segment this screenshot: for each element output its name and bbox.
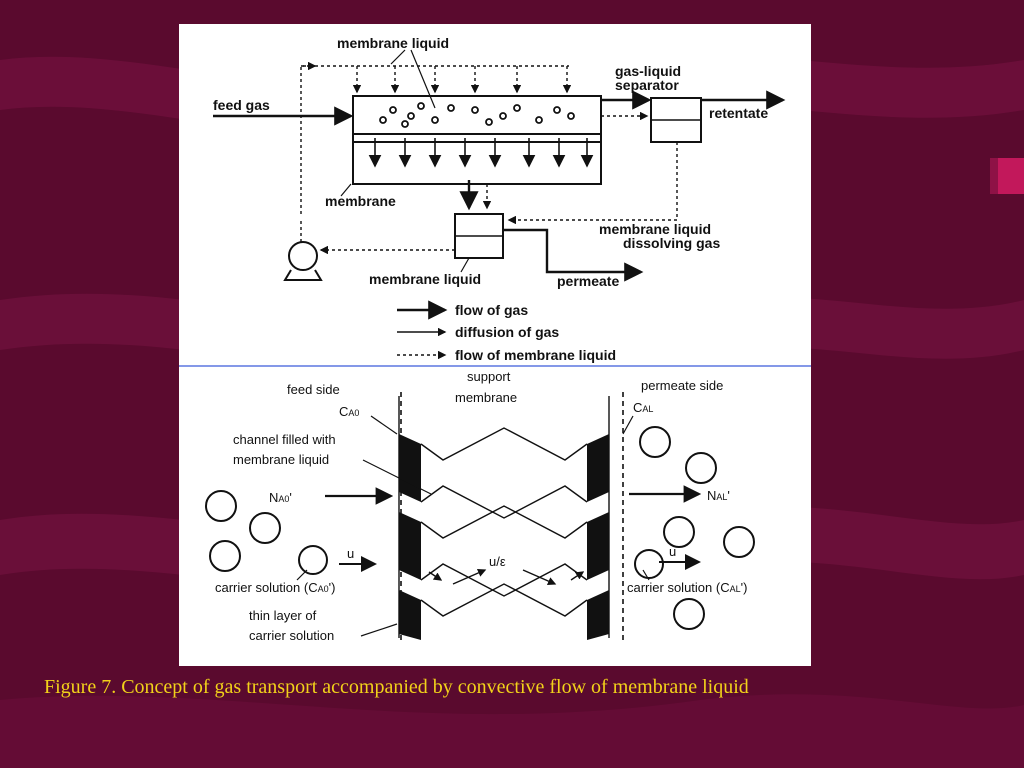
legend: flow of gas diffusion of gas flow of mem… bbox=[397, 300, 616, 363]
label-u-right: u bbox=[669, 544, 676, 559]
channel-flow-arrows bbox=[428, 568, 585, 586]
membrane-zigzag-channels bbox=[399, 427, 609, 640]
label-gas-liquid-line1: gas-liquid bbox=[615, 63, 681, 79]
gas-bubbles bbox=[379, 102, 575, 128]
membrane-liquid-header bbox=[300, 61, 572, 214]
label-permeate-side: permeate side bbox=[641, 378, 723, 393]
label-support-line1: support bbox=[467, 369, 511, 384]
label-ml-dissolving-line2: dissolving gas bbox=[623, 235, 720, 251]
label-membrane-liquid-top: membrane liquid bbox=[337, 35, 449, 51]
label-permeate: permeate bbox=[557, 273, 619, 289]
label-thin-layer-line2: carrier solution bbox=[249, 628, 334, 643]
figure-panel: membrane liquid feed gas gas-liquid sepa… bbox=[179, 24, 811, 666]
label-na0: NA0' bbox=[269, 490, 292, 505]
label-channel-line1: channel filled with bbox=[233, 432, 336, 447]
legend-flow-of-membrane-liquid: flow of membrane liquid bbox=[455, 347, 616, 363]
label-support-line2: membrane bbox=[455, 390, 517, 405]
label-cal: CAL bbox=[633, 400, 653, 415]
label-carrier-left: carrier solution (CA0') bbox=[215, 580, 335, 595]
label-retentate: retentate bbox=[709, 105, 768, 121]
label-membrane-liquid-bottom: membrane liquid bbox=[369, 271, 481, 287]
label-feed-gas: feed gas bbox=[213, 97, 270, 113]
label-separator-line2: separator bbox=[615, 77, 679, 93]
label-channel-line2: membrane liquid bbox=[233, 452, 329, 467]
transport-diagram: membrane liquid feed gas gas-liquid sepa… bbox=[179, 35, 811, 643]
label-ca0: CA0 bbox=[339, 404, 359, 419]
carrier-molecules bbox=[205, 426, 755, 630]
label-carrier-right: carrier solution (CAL') bbox=[627, 580, 747, 595]
edge-tab-decoration bbox=[990, 158, 1024, 194]
top-process-diagram: membrane liquid feed gas gas-liquid sepa… bbox=[213, 35, 786, 289]
legend-flow-of-gas: flow of gas bbox=[455, 302, 528, 318]
label-ml-dissolving-line1: membrane liquid bbox=[599, 221, 711, 237]
diffusion-arrows bbox=[368, 138, 594, 168]
label-thin-layer-line1: thin layer of bbox=[249, 608, 317, 623]
label-u-left: u bbox=[347, 546, 354, 561]
figure-caption: Figure 7. Concept of gas transport accom… bbox=[44, 676, 749, 698]
label-u-eps: u/ε bbox=[489, 554, 506, 569]
label-nal: NAL' bbox=[707, 488, 730, 503]
pump-icon bbox=[283, 241, 323, 281]
label-feed-side: feed side bbox=[287, 382, 340, 397]
bottom-transport-diagram: feed side support membrane permeate side… bbox=[205, 369, 755, 643]
membrane-module bbox=[352, 95, 602, 185]
legend-diffusion-of-gas: diffusion of gas bbox=[455, 324, 559, 340]
label-membrane: membrane bbox=[325, 193, 396, 209]
